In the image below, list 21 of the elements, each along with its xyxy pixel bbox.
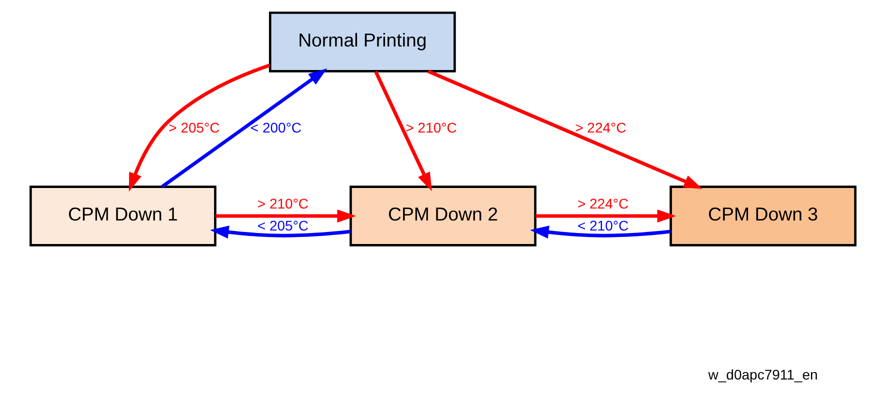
edge-label: > 224°C xyxy=(574,120,626,136)
edge-label: > 210°C xyxy=(405,120,456,136)
arrow xyxy=(374,70,432,192)
label: w_d0apc7911_en xyxy=(708,366,818,383)
arrow xyxy=(128,64,270,192)
edge-label: < 205°C xyxy=(256,218,308,234)
arrow xyxy=(426,70,702,189)
node-box: CPM Down 2 xyxy=(349,186,536,246)
arrow xyxy=(535,209,676,223)
node-box: CPM Down 1 xyxy=(29,186,216,246)
edge-label: > 224°C xyxy=(576,196,628,212)
arrow xyxy=(530,226,670,239)
edge-label: < 200°C xyxy=(250,120,302,136)
arrow xyxy=(215,209,356,223)
arrow xyxy=(209,226,350,239)
arrow xyxy=(160,68,327,188)
edge-label: < 210°C xyxy=(576,218,628,234)
edge-label: > 210°C xyxy=(256,196,308,212)
node-box: CPM Down 3 xyxy=(669,186,856,246)
node-box: Normal Printing xyxy=(268,12,456,72)
edge-label: > 205°C xyxy=(168,120,220,136)
